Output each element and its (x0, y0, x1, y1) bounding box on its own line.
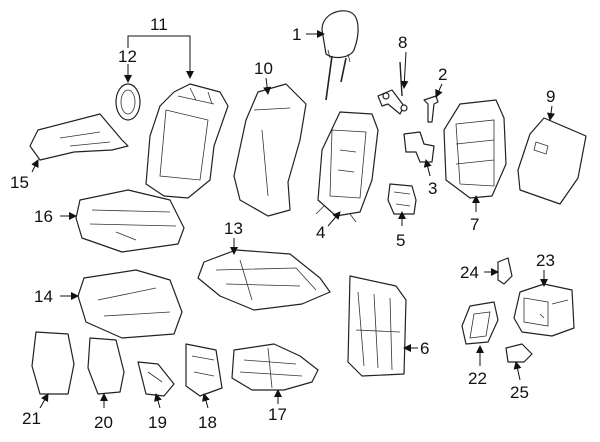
seat-cover-part (75, 189, 185, 253)
callout-6: 6 (420, 339, 429, 358)
seat-mat-part (29, 113, 129, 161)
backrest-cover-part (145, 83, 229, 199)
leader-25 (513, 361, 522, 381)
leader-21 (39, 393, 49, 409)
leader-4 (327, 211, 341, 227)
badge-part (115, 83, 141, 121)
callout-25: 25 (510, 383, 529, 402)
callout-20: 20 (94, 413, 113, 432)
callout-2: 2 (438, 65, 447, 84)
callout-17: 17 (268, 405, 287, 424)
callout-5: 5 (396, 231, 405, 250)
callout-13: 13 (224, 219, 243, 238)
mounting-plate-part (185, 343, 223, 397)
leader-11 (127, 35, 194, 79)
callout-4: 4 (316, 223, 325, 242)
leader-9 (547, 105, 555, 121)
recliner-bracket-part (403, 131, 435, 163)
callout-24: 24 (460, 263, 479, 282)
side-cover-secondary-part (87, 337, 125, 395)
leader-19 (154, 393, 162, 409)
trim-piece-part (137, 361, 175, 397)
callout-3: 3 (428, 179, 437, 198)
callout-19: 19 (148, 413, 167, 432)
callout-14: 14 (34, 287, 53, 306)
headrest-part (321, 10, 359, 101)
callout-9: 9 (546, 87, 555, 106)
callout-11: 11 (150, 15, 168, 34)
control-unit-part (513, 283, 575, 337)
leader-lines (31, 30, 555, 409)
bolt-part (423, 95, 439, 123)
callout-1: 1 (292, 25, 301, 44)
seat-frame-part (231, 343, 319, 391)
callout-8: 8 (398, 33, 407, 52)
leader-15 (31, 159, 39, 173)
mount-bracket-part (387, 183, 417, 215)
callout-21: 21 (22, 409, 41, 428)
callout-18: 18 (198, 413, 217, 432)
callout-23: 23 (536, 251, 555, 270)
side-cover-part (31, 331, 75, 395)
leader-10 (263, 77, 272, 95)
callout-12: 12 (118, 47, 137, 66)
callout-22: 22 (468, 369, 487, 388)
callout-7: 7 (470, 215, 479, 234)
leader-8 (400, 51, 409, 89)
seat-foam-part (197, 249, 331, 311)
leader-18 (202, 393, 210, 409)
callout-labels: 1 2 3 4 5 6 7 8 9 10 11 12 13 14 15 16 1… (10, 15, 555, 432)
switch-module-part (461, 301, 499, 345)
side-trim-part (443, 99, 507, 199)
seat-cushion-part (77, 269, 183, 339)
switch-bracket-part (505, 343, 533, 363)
back-board-part (347, 275, 407, 377)
rear-panel-part (517, 117, 587, 205)
callout-16: 16 (34, 207, 53, 226)
backrest-frame-part (315, 111, 379, 223)
backrest-pad-part (233, 83, 307, 217)
clip-part (497, 257, 513, 285)
leader-3 (423, 159, 432, 177)
callout-15: 15 (10, 173, 29, 192)
callout-10: 10 (254, 59, 273, 78)
guide-bracket-part (377, 61, 408, 115)
leader-2 (435, 83, 443, 98)
